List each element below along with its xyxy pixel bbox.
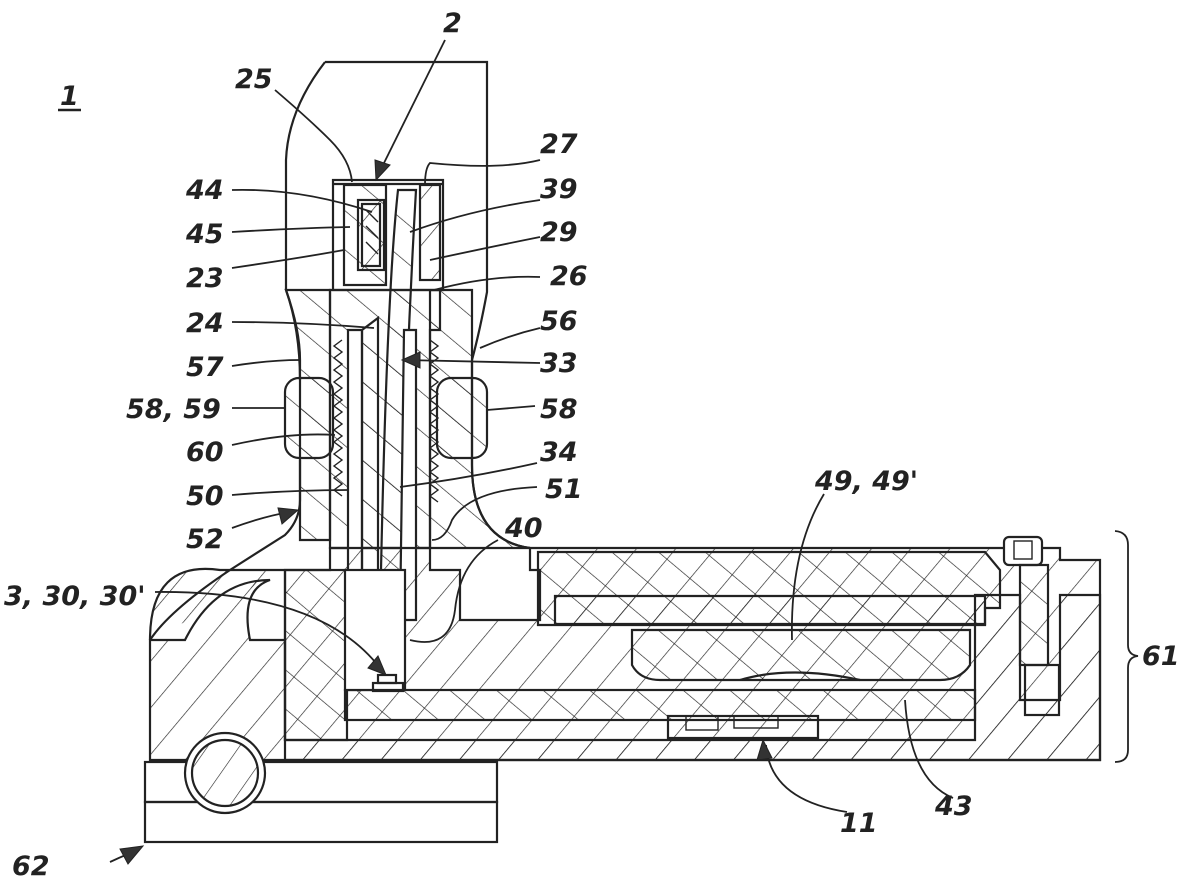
leader-lines bbox=[109, 39, 954, 865]
label-2: 2 bbox=[443, 8, 462, 39]
label-3-30: 3, 30, 30' bbox=[4, 581, 146, 612]
label-49: 49, 49' bbox=[814, 466, 918, 497]
label-61: 61 bbox=[1142, 641, 1180, 672]
label-57: 57 bbox=[186, 352, 224, 383]
label-51: 51 bbox=[545, 474, 583, 505]
cover-plate bbox=[536, 550, 1002, 627]
nut-58-left bbox=[283, 376, 335, 460]
label-58: 58 bbox=[540, 394, 578, 425]
component-11 bbox=[666, 714, 820, 740]
sensor-head-2 bbox=[331, 178, 445, 292]
label-11: 11 bbox=[840, 808, 878, 839]
sensor-chip-3 bbox=[371, 673, 405, 693]
label-23: 23 bbox=[186, 263, 224, 294]
label-34: 34 bbox=[540, 437, 578, 468]
screw bbox=[1002, 535, 1061, 717]
label-27: 27 bbox=[540, 129, 578, 160]
label-39: 39 bbox=[540, 174, 578, 205]
label-62: 62 bbox=[12, 851, 50, 882]
label-43: 43 bbox=[934, 791, 973, 822]
label-52: 52 bbox=[186, 524, 224, 555]
clamp-62 bbox=[143, 731, 499, 844]
label-24: 24 bbox=[186, 308, 224, 339]
label-33: 33 bbox=[540, 348, 578, 379]
label-44: 44 bbox=[185, 175, 224, 206]
label-40: 40 bbox=[504, 513, 543, 544]
label-45: 45 bbox=[185, 219, 224, 250]
label-29: 29 bbox=[540, 217, 578, 248]
label-50: 50 bbox=[186, 481, 224, 512]
brace-61 bbox=[1114, 530, 1139, 763]
label-1: 1 bbox=[60, 81, 79, 112]
label-25: 25 bbox=[235, 64, 273, 95]
sensor-element-49 bbox=[630, 628, 972, 682]
nut-58-right bbox=[435, 376, 489, 460]
label-58-59: 58, 59 bbox=[126, 394, 221, 425]
label-60: 60 bbox=[186, 437, 224, 468]
label-26: 26 bbox=[550, 261, 588, 292]
label-56: 56 bbox=[540, 306, 578, 337]
